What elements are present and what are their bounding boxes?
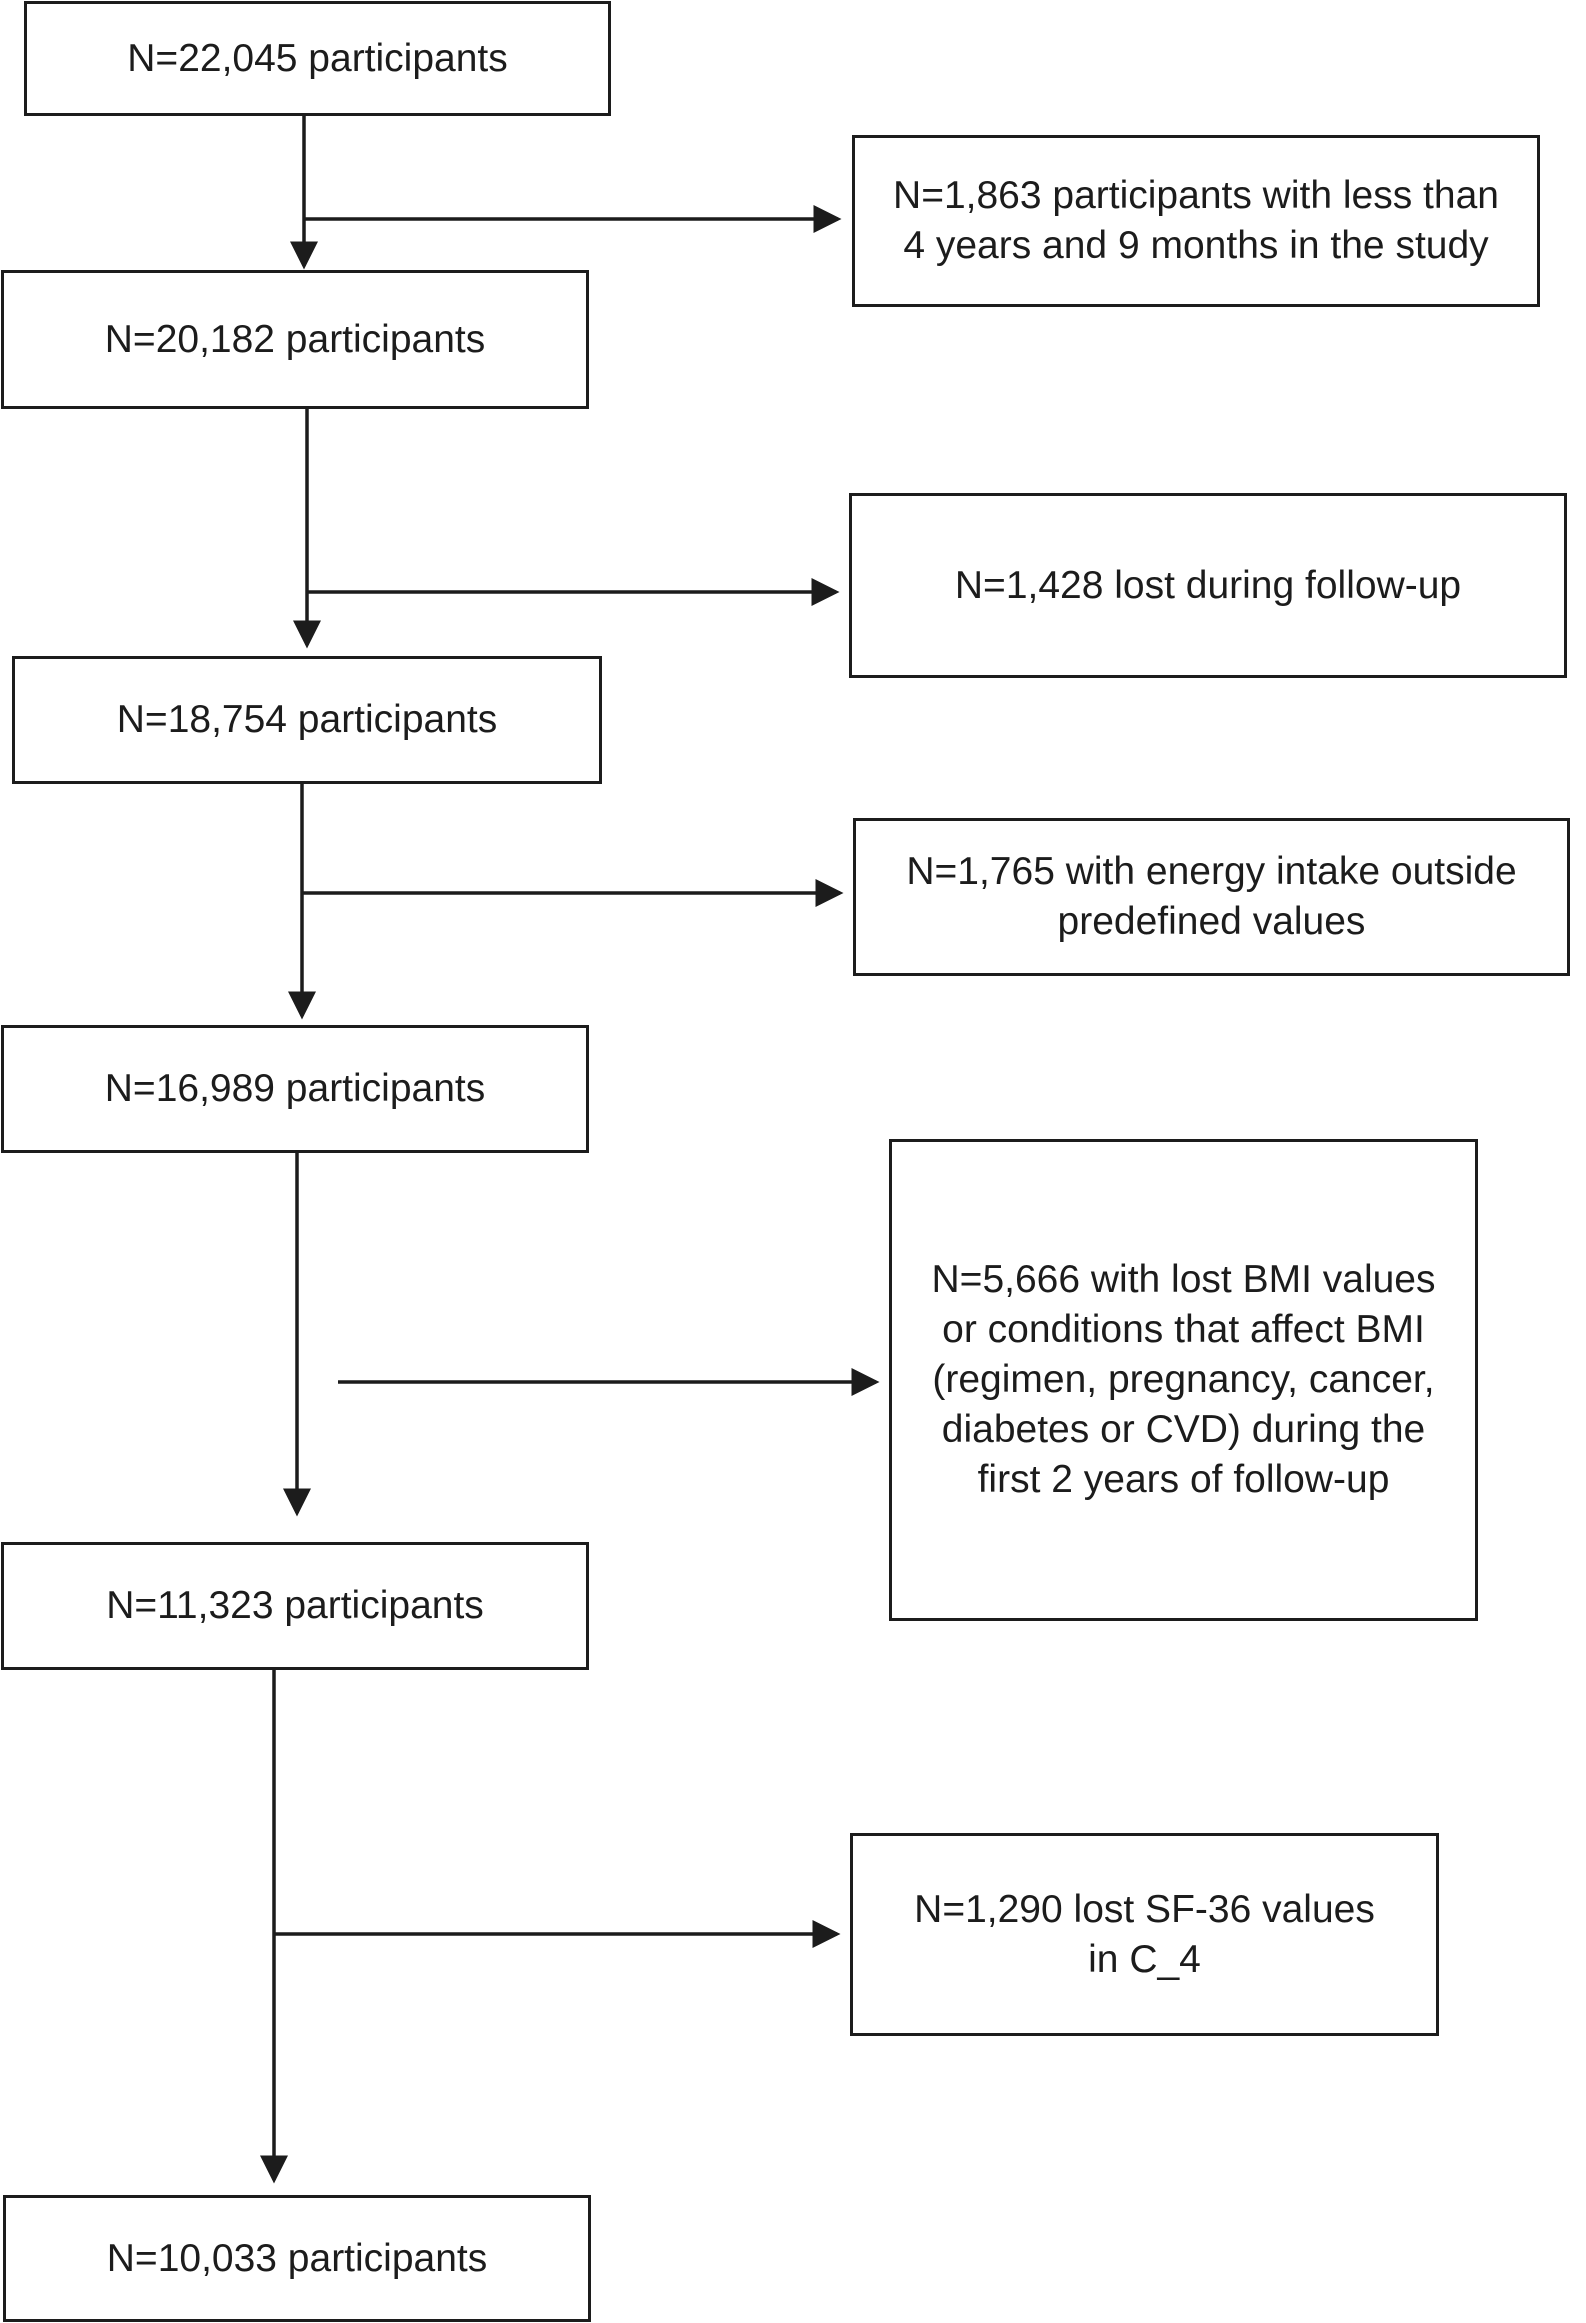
participants-box-5: N=11,323 participants: [1, 1542, 589, 1670]
participants-box-final: N=10,033 participants: [3, 2195, 591, 2322]
participants-box-3: N=18,754 participants: [12, 656, 602, 784]
exclusion-box-energy-intake: N=1,765 with energy intake outside prede…: [853, 818, 1570, 976]
exclusion-box-sf36: N=1,290 lost SF-36 values in C_4: [850, 1833, 1439, 2036]
participants-box-2: N=20,182 participants: [1, 270, 589, 409]
exclusion-box-study-duration: N=1,863 participants with less than 4 ye…: [852, 135, 1540, 307]
participants-box-1: N=22,045 participants: [24, 1, 611, 116]
exclusion-box-lost-follow-up: N=1,428 lost during follow-up: [849, 493, 1567, 678]
exclusion-box-bmi-conditions: N=5,666 with lost BMI values or conditio…: [889, 1139, 1478, 1621]
participants-box-4: N=16,989 participants: [1, 1025, 589, 1153]
